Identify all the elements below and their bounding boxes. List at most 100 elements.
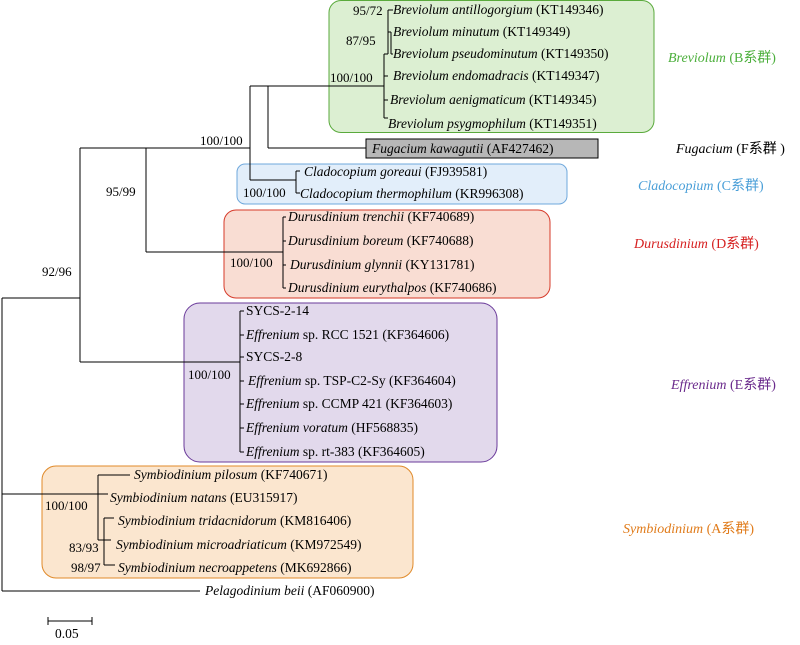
taxon-species-name: Cladocopium goreaui <box>304 164 422 179</box>
bootstrap-value: 100/100 <box>188 367 231 382</box>
taxon-label: Effrenium sp. rt-383 (KF364605) <box>245 444 425 459</box>
branch-ingroup <box>79 147 240 363</box>
taxon-species-name: Symbiodinium microadriaticum <box>116 537 287 552</box>
bootstrap-value: 100/100 <box>330 70 373 85</box>
taxon-accession: (KF740686) <box>426 280 496 295</box>
taxon-label: Breviolum pseudominutum (KT149350) <box>393 46 608 61</box>
taxon-label: Effrenium voratum (HF568835) <box>245 420 418 435</box>
taxon-label: Symbiodinium tridacnidorum (KM816406) <box>118 513 351 528</box>
clade-box-cladocopium <box>236 163 568 205</box>
taxon-species-name: Symbiodinium necroappetens <box>118 560 277 575</box>
taxon-species-name: Breviolum minutum <box>393 24 500 39</box>
taxon-species-name: Breviolum endomadracis <box>393 68 529 83</box>
taxon-accession: (FJ939581) <box>422 164 488 179</box>
taxon-label: Cladocopium goreaui (FJ939581) <box>304 164 487 179</box>
taxon-accession: (KM816406) <box>277 513 352 528</box>
branch-cladocopium <box>295 170 300 194</box>
branch-durusdinium <box>282 216 286 289</box>
taxon-label: Pelagodinium beii (AF060900) <box>204 583 374 598</box>
clade-labels: Breviolum (B系群) Fugacium (F系群 ) Cladocopiu… <box>623 50 785 537</box>
taxon-accession: (KY131781) <box>402 257 474 272</box>
taxon-accession: (KT149346) <box>533 2 604 17</box>
taxon-label: Durusdinium eurythalpos (KF740686) <box>287 280 497 295</box>
bootstrap-value: 100/100 <box>230 255 273 270</box>
branch-bc-f <box>249 85 296 181</box>
taxon-label: Cladocopium thermophilum (KR996308) <box>300 186 524 201</box>
branch-b-f <box>267 85 384 149</box>
clade-box-effrenium <box>183 302 498 463</box>
clade-label: Effrenium (E系群) <box>670 377 776 393</box>
taxon-accession: (KT149349) <box>499 24 570 39</box>
branch-symbiodinium <box>2 474 130 566</box>
taxon-accession: sp. CCMP 421 (KF364603) <box>300 396 453 411</box>
bootstrap-value: 92/96 <box>42 264 72 279</box>
bootstrap-value: 83/93 <box>69 540 99 555</box>
clade-box-symbiodinium <box>41 465 414 579</box>
taxon-species-name: Durusdinium eurythalpos <box>287 280 426 295</box>
taxon-label: Breviolum endomadracis (KT149347) <box>393 68 599 83</box>
taxon-accession: (AF427462) <box>483 141 553 156</box>
taxon-accession: (KM972549) <box>287 537 362 552</box>
taxon-label: Breviolum antillogorgium (KT149346) <box>393 2 604 17</box>
bootstrap-value: 98/97 <box>71 560 101 575</box>
branch-bcf-d <box>145 147 283 253</box>
taxon-accession: sp. rt-383 (KF364605) <box>300 444 425 459</box>
scale-bar-label: 0.05 <box>55 626 79 641</box>
branch-root <box>1 297 200 592</box>
taxon-label: Effrenium sp. RCC 1521 (KF364606) <box>245 327 449 342</box>
taxon-species-name: Cladocopium thermophilum <box>300 186 452 201</box>
bootstrap-value: 100/100 <box>45 498 88 513</box>
taxon-species-name: Durusdinium glynnii <box>289 257 402 272</box>
taxon-label: Durusdinium boreum (KF740688) <box>287 233 474 248</box>
taxon-label: Effrenium sp. TSP-C2-Sy (KF364604) <box>247 373 456 388</box>
taxon-accession: (KT149347) <box>529 68 600 83</box>
branch-breviolum <box>383 9 393 119</box>
clade-label: Durusdinium (D系群) <box>633 236 759 252</box>
taxon-accession: (KF740671) <box>257 467 327 482</box>
taxon-species-name: Effrenium voratum <box>245 420 348 435</box>
clade-box-durusdinium <box>223 209 551 299</box>
clade-box-breviolum <box>328 0 655 133</box>
taxon-species-name: Durusdinium trenchii <box>287 209 404 224</box>
branch-effrenium <box>239 310 244 453</box>
bootstrap-labels: 95/72 87/95 100/100 100/100 100/100 95/99 100/… <box>42 3 383 575</box>
bootstrap-value: 95/72 <box>353 3 383 18</box>
taxon-accession: (HF568835) <box>348 420 418 435</box>
taxon-species-name: Breviolum antillogorgium <box>393 2 533 17</box>
clade-label: Breviolum (B系群) <box>668 50 776 66</box>
taxon-species-name: Effrenium <box>245 444 300 459</box>
taxon-label: Symbiodinium necroappetens (MK692866) <box>118 560 351 575</box>
taxon-label: Symbiodinium natans (EU315917) <box>110 490 298 505</box>
taxon-species-name: Symbiodinium tridacnidorum <box>118 513 277 528</box>
taxon-label: Breviolum psygmophilum (KT149351) <box>388 116 597 131</box>
taxon-label: SYCS-2-8 <box>246 349 303 364</box>
taxon-labels: Breviolum antillogorgium (KT149346)Brevi… <box>110 2 608 598</box>
scale-bar: 0.05 <box>47 617 93 641</box>
bootstrap-value: 95/99 <box>106 184 136 199</box>
taxon-accession: (KT149345) <box>526 92 597 107</box>
taxon-accession: (KT149351) <box>526 116 597 131</box>
taxon-label: Breviolum aenigmaticum (KT149345) <box>390 92 596 107</box>
taxon-species-name: Fugacium kawagutii <box>371 141 484 156</box>
clade-label: Cladocopium (C系群) <box>638 178 764 194</box>
taxon-label: Breviolum minutum (KT149349) <box>393 24 570 39</box>
tree-branches <box>1 9 393 592</box>
taxon-species-name: Symbiodinium natans <box>110 490 227 505</box>
taxon-label: Durusdinium trenchii (KF740689) <box>287 209 474 224</box>
taxon-species-name: Effrenium <box>245 396 300 411</box>
taxon-accession: (MK692866) <box>277 560 352 575</box>
taxon-label: Symbiodinium microadriaticum (KM972549) <box>116 537 361 552</box>
taxon-species-name: Durusdinium boreum <box>287 233 404 248</box>
taxon-species-name: Effrenium <box>247 373 302 388</box>
clade-label: Fugacium (F系群 ) <box>675 141 785 157</box>
clade-label: Symbiodinium (A系群) <box>623 521 754 537</box>
taxon-accession: sp. TSP-C2-Sy (KF364604) <box>302 373 456 388</box>
taxon-label: Symbiodinium pilosum (KF740671) <box>134 467 328 482</box>
taxon-label: Fugacium kawagutii (AF427462) <box>371 141 554 156</box>
bootstrap-value: 87/95 <box>346 33 376 48</box>
taxon-label: Effrenium sp. CCMP 421 (KF364603) <box>245 396 452 411</box>
taxon-species-name: Breviolum aenigmaticum <box>390 92 526 107</box>
bootstrap-value: 100/100 <box>243 185 286 200</box>
taxon-species-name: Breviolum pseudominutum <box>393 46 538 61</box>
